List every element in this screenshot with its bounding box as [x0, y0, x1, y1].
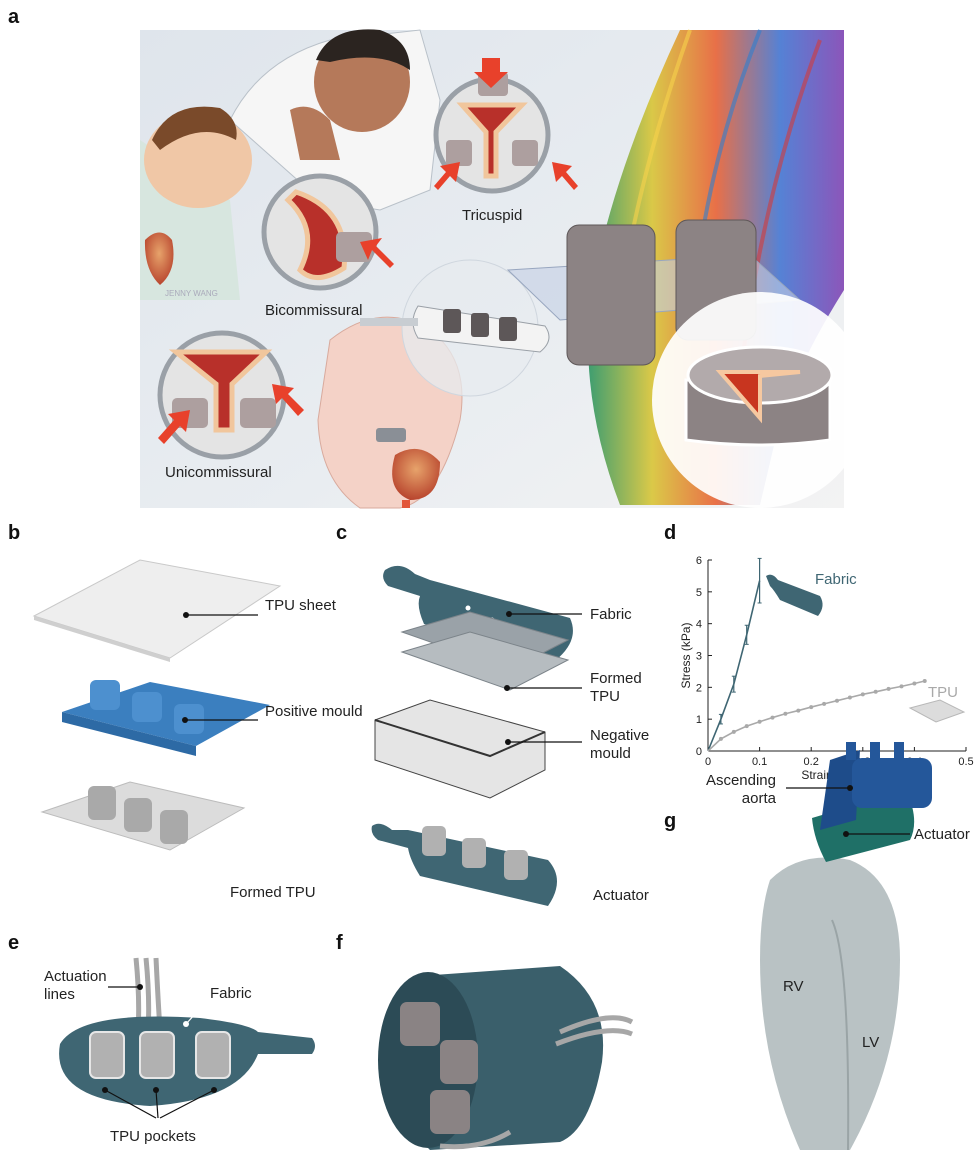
heart-model — [760, 742, 932, 1150]
label-ascending-aorta: Ascending aorta — [698, 772, 776, 808]
label-rv: RV — [783, 978, 804, 996]
label-actuator-g: Actuator — [914, 826, 970, 844]
label-lv: LV — [862, 1034, 879, 1052]
